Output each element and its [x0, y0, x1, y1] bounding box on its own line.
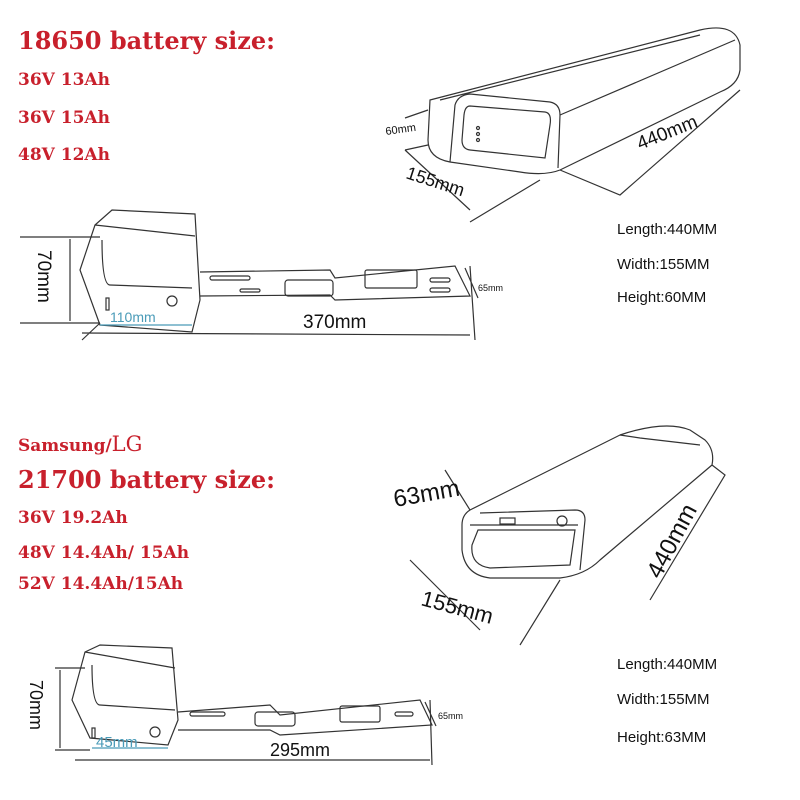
top-capacity-3: 48V 12Ah — [18, 145, 110, 165]
top-battery-iso — [404, 27, 741, 223]
top-title: 18650 battery size: — [18, 26, 275, 55]
bottom-dim-width: 155mm — [419, 586, 496, 629]
top-dim-height: 60mm — [385, 122, 417, 138]
bottom-dim-length: 440mm — [641, 499, 702, 582]
top-spec-height: Height:60MM — [617, 289, 707, 306]
bottom-capacity-1: 36V 19.2Ah — [18, 508, 128, 528]
top-dim-rail-height: 65mm — [478, 283, 503, 293]
bottom-dim-side-height: 70mm — [26, 680, 46, 730]
bottom-spec-width: Width:155MM — [617, 691, 710, 708]
bottom-dim-rail: 295mm — [270, 740, 330, 760]
bottom-capacity-3: 52V 14.4Ah/15Ah — [18, 574, 184, 594]
brand-label: Samsung/LG — [18, 432, 142, 456]
bottom-spec-height: Height:63MM — [617, 729, 707, 746]
top-battery-side — [20, 209, 479, 341]
bottom-battery-side — [55, 644, 437, 766]
top-dim-side-height: 70mm — [33, 250, 54, 303]
top-capacity-2: 36V 15Ah — [18, 108, 110, 128]
bottom-dim-height: 63mm — [391, 475, 461, 513]
brand-lg: LG — [111, 432, 143, 456]
bottom-battery-iso — [409, 425, 726, 646]
bottom-dim-rail-height: 65mm — [438, 711, 463, 721]
bottom-capacity-2: 48V 14.4Ah/ 15Ah — [18, 543, 190, 563]
brand-samsung: Samsung/ — [18, 436, 112, 456]
top-dim-base: 110mm — [110, 309, 156, 325]
top-spec-length: Length:440MM — [617, 221, 718, 238]
bottom-spec-length: Length:440MM — [617, 656, 718, 673]
top-spec-width: Width:155MM — [617, 256, 710, 273]
top-capacity-1: 36V 13Ah — [18, 70, 110, 90]
top-dim-width: 155mm — [404, 163, 467, 201]
top-dim-rail: 370mm — [303, 312, 366, 333]
bottom-dim-base: 45mm — [96, 734, 138, 751]
bottom-title: 21700 battery size: — [18, 465, 275, 494]
